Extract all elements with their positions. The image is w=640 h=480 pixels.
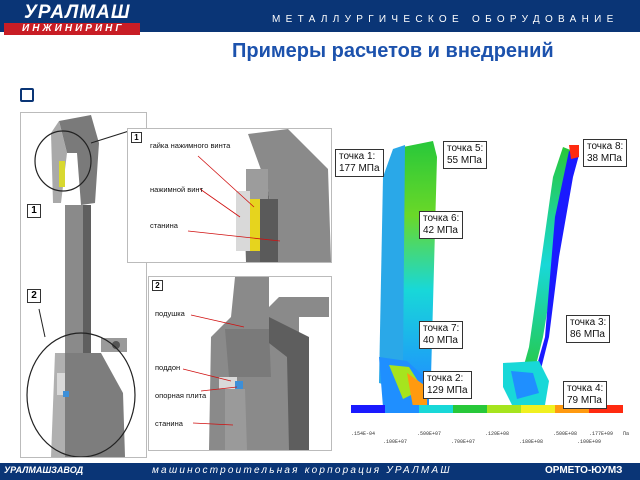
label-pressure-screw: нажимной винт: [150, 185, 204, 194]
point-6-label: точка 6:: [423, 213, 460, 224]
detail-2-panel: 2 подушка поддон опорная плита станина: [148, 276, 332, 451]
uralmashzavod-logo: УРАЛМАШЗАВОД: [4, 465, 84, 475]
point-4-label: точка 4:: [567, 383, 604, 394]
callout-point-4: точка 4:79 МПа: [563, 381, 608, 409]
detail-1-drawing: [187, 129, 331, 262]
point-8-value: 38 МПа: [587, 153, 622, 164]
fea-results-panel: точка 1:177 МПа точка 5:55 МПа точка 8:3…: [333, 137, 633, 450]
point-3-value: 86 МПа: [570, 329, 605, 340]
point-1-value: 177 МПа: [339, 163, 380, 174]
detail-1-number: 1: [131, 132, 142, 143]
footer-bar: УРАЛМАШЗАВОД машиностроительная корпорац…: [0, 463, 640, 480]
page-title: Примеры расчетов и внедрений: [232, 40, 554, 62]
detail-2-number: 2: [152, 280, 163, 291]
point-4-value: 79 МПа: [567, 395, 602, 406]
point-5-value: 55 МПа: [447, 155, 482, 166]
callout-point-7: точка 7:40 МПа: [419, 321, 464, 349]
label-screw-nut: гайка нажимного винта: [150, 141, 231, 150]
bullet-checkbox-icon: [20, 88, 34, 102]
header-bar: УРАЛМАШ ИНЖИНИРИНГ МЕТАЛЛУРГИЧЕСКОЕ ОБОР…: [0, 0, 640, 35]
marker-1: 1: [27, 204, 41, 218]
point-7-label: точка 7:: [423, 323, 460, 334]
callout-point-8: точка 8:38 МПа: [583, 139, 628, 167]
point-8-label: точка 8:: [587, 141, 624, 152]
colorbar-top-label: .120E+08: [485, 431, 510, 437]
point-1-label: точка 1:: [339, 151, 376, 162]
stand-drawing-panel: 1 2: [20, 112, 147, 458]
header-tagline: МЕТАЛЛУРГИЧЕСКОЕ ОБОРУДОВАНИЕ: [272, 14, 619, 25]
point-2-label: точка 2:: [427, 373, 464, 384]
footer-tagline: машиностроительная корпорация УРАЛМАШ: [152, 465, 452, 476]
colorbar-unit-label: Па: [623, 431, 630, 437]
callout-point-6: точка 6:42 МПа: [419, 211, 464, 239]
callout-point-2: точка 2:129 МПа: [423, 371, 472, 399]
detail-2-drawing: [182, 277, 329, 450]
ormeto-logo: ОРМЕТО-ЮУМЗ: [545, 465, 623, 476]
colorbar-top-label: .177E+09: [589, 431, 614, 437]
point-5-label: точка 5:: [447, 143, 484, 154]
point-3-label: точка 3:: [570, 317, 607, 328]
colorbar-bottom-label: .180E+08: [519, 439, 544, 445]
point-2-value: 129 МПа: [427, 385, 468, 396]
colorbar-bottom-label: .100E+07: [383, 439, 408, 445]
marker-2: 2: [27, 289, 41, 303]
point-7-value: 40 МПа: [423, 335, 458, 346]
colorbar-bottom-label: .700E+07: [451, 439, 476, 445]
callout-point-3: точка 3:86 МПа: [566, 315, 611, 343]
callout-point-1: точка 1:177 МПа: [335, 149, 384, 177]
colorbar-top-label: .500E+07: [417, 431, 442, 437]
detail-1-panel: 1 гайка нажимного винта нажимной винт ст…: [127, 128, 332, 263]
logo-top-text: УРАЛМАШ: [24, 2, 131, 23]
point-6-value: 42 МПа: [423, 225, 458, 236]
logo-bottom-text: ИНЖИНИРИНГ: [4, 23, 140, 35]
colorbar-bottom-label: .100E+09: [577, 439, 602, 445]
colorbar-top-label: .154E-04: [351, 431, 376, 437]
label-pallet: поддон: [155, 363, 181, 372]
label-frame-2: станина: [155, 419, 183, 428]
label-base-plate: опорная плита: [155, 391, 207, 400]
label-frame: станина: [150, 221, 178, 230]
stand-drawing: [26, 115, 136, 458]
callout-point-5: точка 5:55 МПа: [443, 141, 488, 169]
uralmash-logo: УРАЛМАШ ИНЖИНИРИНГ: [2, 3, 142, 39]
colorbar-top-label: .500E+08: [553, 431, 578, 437]
label-chock: подушка: [155, 309, 185, 318]
fea-colorbar: [351, 405, 623, 413]
